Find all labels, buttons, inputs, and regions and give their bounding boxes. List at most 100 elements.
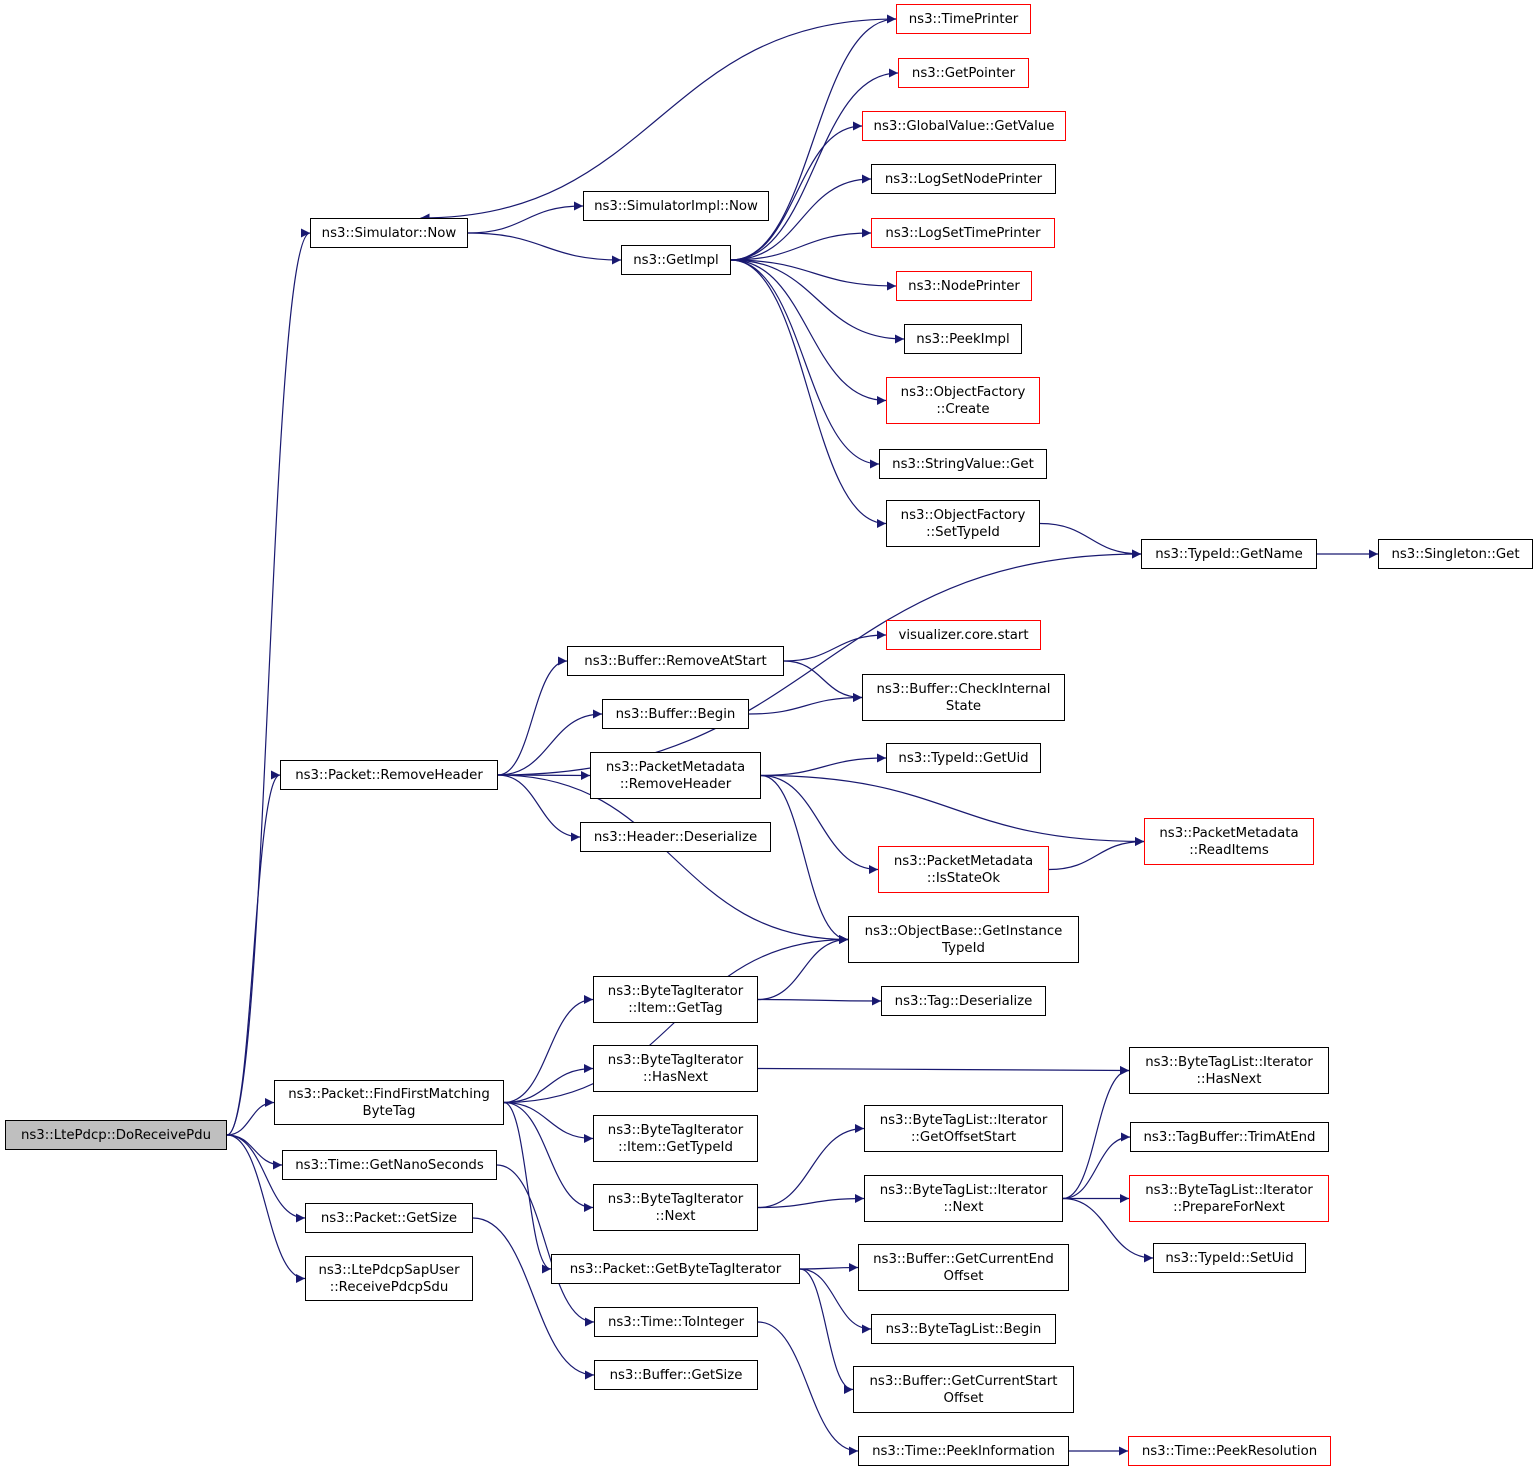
node-bytetagiterator-item-gettag[interactable]: ns3::ByteTagIterator::Item::GetTag [593,976,758,1023]
node-label-line: ::Item::GetTag [628,1000,723,1016]
node-label-line: ns3::Buffer::Begin [615,706,736,722]
node-label-line: ns3::ByteTagIterator [607,1052,744,1068]
node-packetmetadata-removeheader[interactable]: ns3::PacketMetadata::RemoveHeader [590,752,761,799]
node-label-line: ns3::Packet::RemoveHeader [295,767,483,783]
node-ltepdcpsapuser-receivepdcpsdu[interactable]: ns3::LtePdcpSapUser::ReceivePdcpSdu [305,1256,473,1301]
node-getpointer[interactable]: ns3::GetPointer [898,58,1029,88]
edge-getImpl-to-nodePrinter [730,259,897,291]
edge-bufBegin-to-checkInternal [748,693,863,715]
node-buffer-begin[interactable]: ns3::Buffer::Begin [602,699,749,729]
node-packet-removeheader[interactable]: ns3::Packet::RemoveHeader [280,760,498,790]
node-label-line: Offset [943,1390,984,1406]
node-buffer-getsize[interactable]: ns3::Buffer::GetSize [594,1360,758,1390]
edge-pmIsStateOk-to-pmReadItems [1048,837,1145,871]
node-getimpl[interactable]: ns3::GetImpl [621,245,731,275]
node-label-line: ns3::GetPointer [911,65,1016,81]
edge-pmRemoveHeader-to-pmReadItems [760,774,1145,846]
node-nodeprinter[interactable]: ns3::NodePrinter [896,271,1032,301]
node-header-deserialize[interactable]: ns3::Header::Deserialize [580,822,771,852]
node-bytetaglist-iterator-next[interactable]: ns3::ByteTagList::Iterator::Next [864,1175,1063,1222]
node-label-line: ::IsStateOk [926,870,1001,886]
edge-findFirst-to-pktGetBTI [503,1101,552,1274]
node-time-peekresolution[interactable]: ns3::Time::PeekResolution [1128,1436,1331,1466]
node-time-getnanoseconds[interactable]: ns3::Time::GetNanoSeconds [282,1150,497,1180]
node-singleton-get[interactable]: ns3::Singleton::Get [1378,539,1533,569]
node-objectfactory-settypeid[interactable]: ns3::ObjectFactory::SetTypeId [886,500,1040,547]
node-bytetagiterator-item-gettypeid[interactable]: ns3::ByteTagIterator::Item::GetTypeId [593,1115,758,1162]
node-typeid-setuid[interactable]: ns3::TypeId::SetUid [1153,1243,1306,1273]
node-label-line: ns3::TypeId::GetName [1155,546,1303,562]
node-visualizer-core-start[interactable]: visualizer.core.start [886,620,1041,650]
edge-root-to-now [226,228,311,1136]
edge-pmRemoveHeader-to-objBaseGetInst [760,774,849,944]
node-logsetnodeprinter[interactable]: ns3::LogSetNodePrinter [871,164,1056,194]
node-label-line: ::HasNext [1196,1071,1262,1087]
edge-pktGetBTI-to-bufGetCurStart [799,1268,854,1394]
node-label-line: ns3::ByteTagIterator [607,1191,744,1207]
edge-btiItemGetTag-to-objBaseGetInst [757,935,849,1001]
edge-getImpl-to-timePrinter [730,14,897,261]
edge-removeHeader-to-objBaseGetInst [497,774,849,944]
node-label-line: ns3::TypeId::GetUid [898,750,1029,766]
node-label-line: ns3::GlobalValue::GetValue [873,118,1055,134]
edge-findFirst-to-btiItemGetTag [503,995,594,1104]
node-time-peekinformation[interactable]: ns3::Time::PeekInformation [858,1436,1069,1466]
node-label-line: ::ReadItems [1189,842,1269,858]
edge-btlIterNext-to-typeIdSetUid [1062,1197,1154,1263]
node-label-line: ns3::ByteTagIterator [607,983,744,999]
edge-pktGetBTI-to-btlBegin [799,1268,872,1334]
edge-ofSetTypeId-to-typeIdGetName [1039,522,1142,559]
node-simulator-now[interactable]: ns3::Simulator::Now [310,218,468,248]
node-label-line: ::HasNext [642,1069,708,1085]
node-label-line: ::Item::GetTypeId [618,1139,733,1155]
edge-getImpl-to-ofCreate [730,259,887,405]
node-typeid-getname[interactable]: ns3::TypeId::GetName [1141,539,1317,569]
node-bytetaglist-iterator-preparefornext[interactable]: ns3::ByteTagList::Iterator::PrepareForNe… [1129,1175,1329,1222]
node-buffer-removeatstart[interactable]: ns3::Buffer::RemoveAtStart [567,646,784,676]
node-time-tointeger[interactable]: ns3::Time::ToInteger [594,1307,758,1337]
node-typeid-getuid[interactable]: ns3::TypeId::GetUid [886,743,1041,773]
node-label-line: ByteTag [362,1103,416,1119]
edge-btiItemGetTag-to-tagDeser [757,996,882,1006]
node-label-line: ns3::ByteTagIterator [607,1122,744,1138]
node-stringvalue-get[interactable]: ns3::StringValue::Get [879,449,1047,479]
edge-getImpl-to-globalValue [730,121,863,261]
edge-timeToInteger-to-timePeekInfo [757,1321,859,1456]
node-bytetagiterator-hasnext[interactable]: ns3::ByteTagIterator::HasNext [593,1045,758,1092]
node-bytetagiterator-next[interactable]: ns3::ByteTagIterator::Next [593,1184,758,1231]
edge-getImpl-to-getPointer [730,68,899,261]
node-tagbuffer-trimatend[interactable]: ns3::TagBuffer::TrimAtEnd [1130,1122,1329,1152]
node-bytetaglist-iterator-hasnext[interactable]: ns3::ByteTagList::Iterator::HasNext [1129,1047,1329,1094]
node-peekimpl[interactable]: ns3::PeekImpl [904,324,1022,354]
node-bytetaglist-begin[interactable]: ns3::ByteTagList::Begin [871,1314,1056,1344]
node-simulatorimpl-now[interactable]: ns3::SimulatorImpl::Now [583,191,769,221]
edge-btiHasNext-to-btlIterHasNext [757,1065,1130,1075]
edge-pktGetBTI-to-bufGetCurEnd [799,1263,859,1273]
node-packet-getbytetagiterator[interactable]: ns3::Packet::GetByteTagIterator [551,1254,800,1284]
node-bytetaglist-iterator-getoffsetstart[interactable]: ns3::ByteTagList::Iterator::GetOffsetSta… [864,1105,1063,1152]
node-tag-deserialize[interactable]: ns3::Tag::Deserialize [881,986,1046,1016]
node-objectfactory-create[interactable]: ns3::ObjectFactory::Create [886,377,1040,424]
node-label-line: ns3::Time::ToInteger [607,1314,745,1330]
edge-root-to-pktGetSize [226,1134,306,1223]
node-packetmetadata-isstateok[interactable]: ns3::PacketMetadata::IsStateOk [878,846,1049,893]
node-label-line: ns3::Packet::GetByteTagIterator [569,1261,782,1277]
node-label-line: ns3::ByteTagList::Iterator [879,1182,1048,1198]
edge-root-to-removeHeader [226,770,281,1136]
node-timeprinter[interactable]: ns3::TimePrinter [896,4,1031,34]
node-globalvalue-getvalue[interactable]: ns3::GlobalValue::GetValue [862,111,1066,141]
node-packetmetadata-readitems[interactable]: ns3::PacketMetadata::ReadItems [1144,818,1314,865]
node-packet-getsize[interactable]: ns3::Packet::GetSize [305,1203,473,1233]
node-label-line: ns3::LtePdcpSapUser [318,1262,460,1278]
node-label-line: State [945,698,982,714]
node-label-line: ns3::Singleton::Get [1391,546,1520,562]
node-label-line: ns3::TypeId::SetUid [1165,1250,1294,1266]
node-logsettimeprinter[interactable]: ns3::LogSetTimePrinter [871,218,1055,248]
node-label-line: ::Next [655,1208,696,1224]
